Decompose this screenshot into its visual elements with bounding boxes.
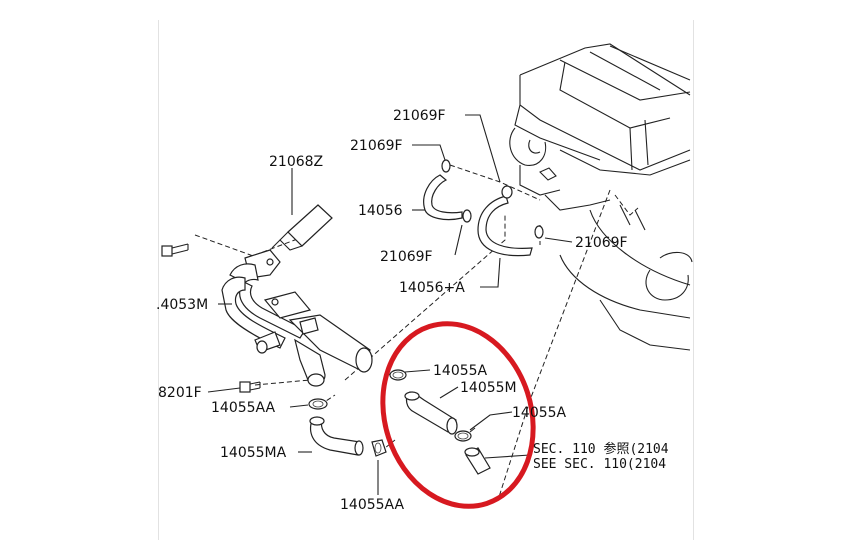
hose-14056a [477,185,544,257]
label-21068z: 21068Z [269,154,323,170]
label-21069f-left: 21069F [350,138,403,154]
sealant-tube-21068z [271,204,333,251]
label-14056: 14056 [358,203,403,219]
label-14055a-low: 14055A [512,405,567,421]
label-14055m: 14055M [460,380,517,396]
clamp-14055a-low [454,427,476,442]
bolt-8201f [239,381,261,393]
hose-14056 [423,159,472,223]
water-pipe-assembly [221,249,373,387]
hose-14055ma [309,416,364,456]
label-leaders [207,114,573,495]
highlight-circle [380,321,536,509]
label-14055aa-low: 14055AA [340,497,405,513]
label-21069f-right: 21069F [575,235,628,251]
part-labels: 21069F 21069F 21068Z 14056 21069F 21069F… [156,108,628,513]
label-21069f-top: 21069F [393,108,446,124]
clamp-14055aa-low [371,439,387,457]
section-notes: SEC. 110 参照(2104 SEE SEC. 110(2104 [533,441,669,472]
label-8201f: 8201F [158,385,202,401]
label-14055aa-top: 14055AA [211,400,276,416]
note-sec-en: SEE SEC. 110(2104 [533,457,666,472]
label-21069f-low: 21069F [380,249,433,265]
clamp-14055aa-top [308,398,328,410]
note-sec-jp: SEC. 110 参照(2104 [533,441,669,457]
label-14055a-top: 14055A [433,363,488,379]
hose-14055m [404,391,458,435]
label-14055ma: 14055MA [220,445,287,461]
bolt-left [161,243,189,257]
label-14056a: 14056+A [399,280,465,296]
engine-block [509,43,693,351]
label-14053m: .4053M [156,297,208,313]
pipe-connector [464,447,491,475]
